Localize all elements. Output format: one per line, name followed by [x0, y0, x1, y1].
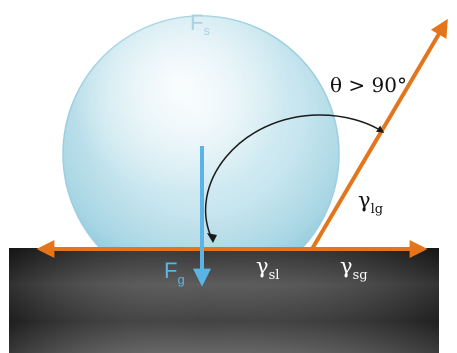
gamma-sg-label: γsg — [340, 254, 368, 283]
gamma-lg-sub: lg — [371, 202, 383, 217]
gravity-force-label: Fg — [164, 258, 185, 287]
surface-force-label: Fs — [190, 10, 210, 38]
fs-main: F — [190, 10, 203, 35]
gamma-lg-label: γlg — [358, 188, 383, 217]
gamma-sg-sub: sg — [353, 268, 368, 283]
surface-sheen — [9, 248, 439, 353]
gamma-lg-main: γ — [358, 188, 371, 212]
fg-sub: g — [177, 272, 184, 287]
fg-main: F — [164, 258, 177, 283]
gamma-lg-arrow — [310, 18, 448, 251]
gamma-sg-main: γ — [340, 254, 353, 278]
droplet — [62, 15, 340, 250]
contact-angle-arc-start-head — [207, 233, 217, 243]
contact-angle-arc — [204, 114, 385, 242]
gamma-sl-label: γsl — [256, 254, 279, 283]
gamma-sl-sub: sl — [269, 268, 280, 283]
gamma-sl-main: γ — [256, 254, 269, 278]
fs-sub: s — [203, 23, 210, 38]
contact-angle-label: θ > 90° — [330, 73, 407, 97]
